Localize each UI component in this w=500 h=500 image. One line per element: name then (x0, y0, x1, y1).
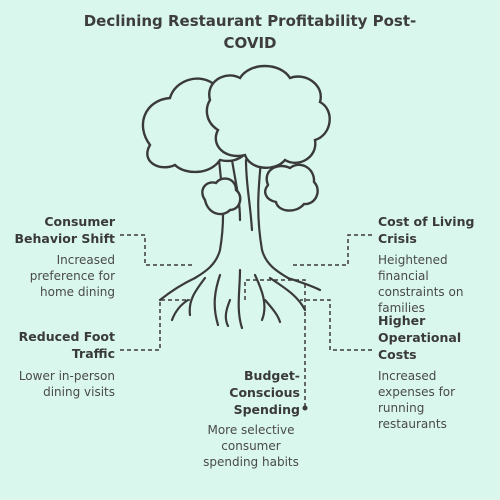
tree-canopy-right (205, 64, 331, 169)
connector-cost-of-living (290, 234, 372, 266)
label-higher-operational-costs: Higher Operational Costs (378, 313, 462, 362)
diagram-title: Declining Restaurant Profitability Post-… (83, 12, 417, 52)
desc-reduced-foot-traffic: Lower in-person dining visits (18, 369, 115, 399)
desc-budget-conscious-spending: More selective consumer spending habits (203, 423, 299, 469)
tree-roots (158, 268, 322, 330)
label-consumer-behavior-shift: Consumer Behavior Shift (14, 214, 115, 246)
connector-reduced-foot-traffic (120, 299, 190, 351)
connector-operational-costs (300, 299, 372, 351)
connector-budget-conscious (244, 279, 306, 408)
desc-consumer-behavior-shift: Increased preference for home dining (29, 253, 115, 299)
label-cost-of-living-crisis: Cost of Living Crisis (378, 214, 475, 246)
tree-canopy-small-left (201, 177, 242, 216)
desc-cost-of-living-crisis: Heightened financial constraints on fami… (378, 253, 464, 315)
desc-higher-operational-costs: Increased expenses for running restauran… (378, 369, 456, 431)
label-budget-conscious-spending: Budget-Conscious Spending (229, 368, 300, 417)
connector-consumer-behavior (120, 234, 195, 266)
tree-canopy-small-right (264, 163, 319, 212)
label-reduced-foot-traffic: Reduced Foot Traffic (18, 329, 115, 361)
